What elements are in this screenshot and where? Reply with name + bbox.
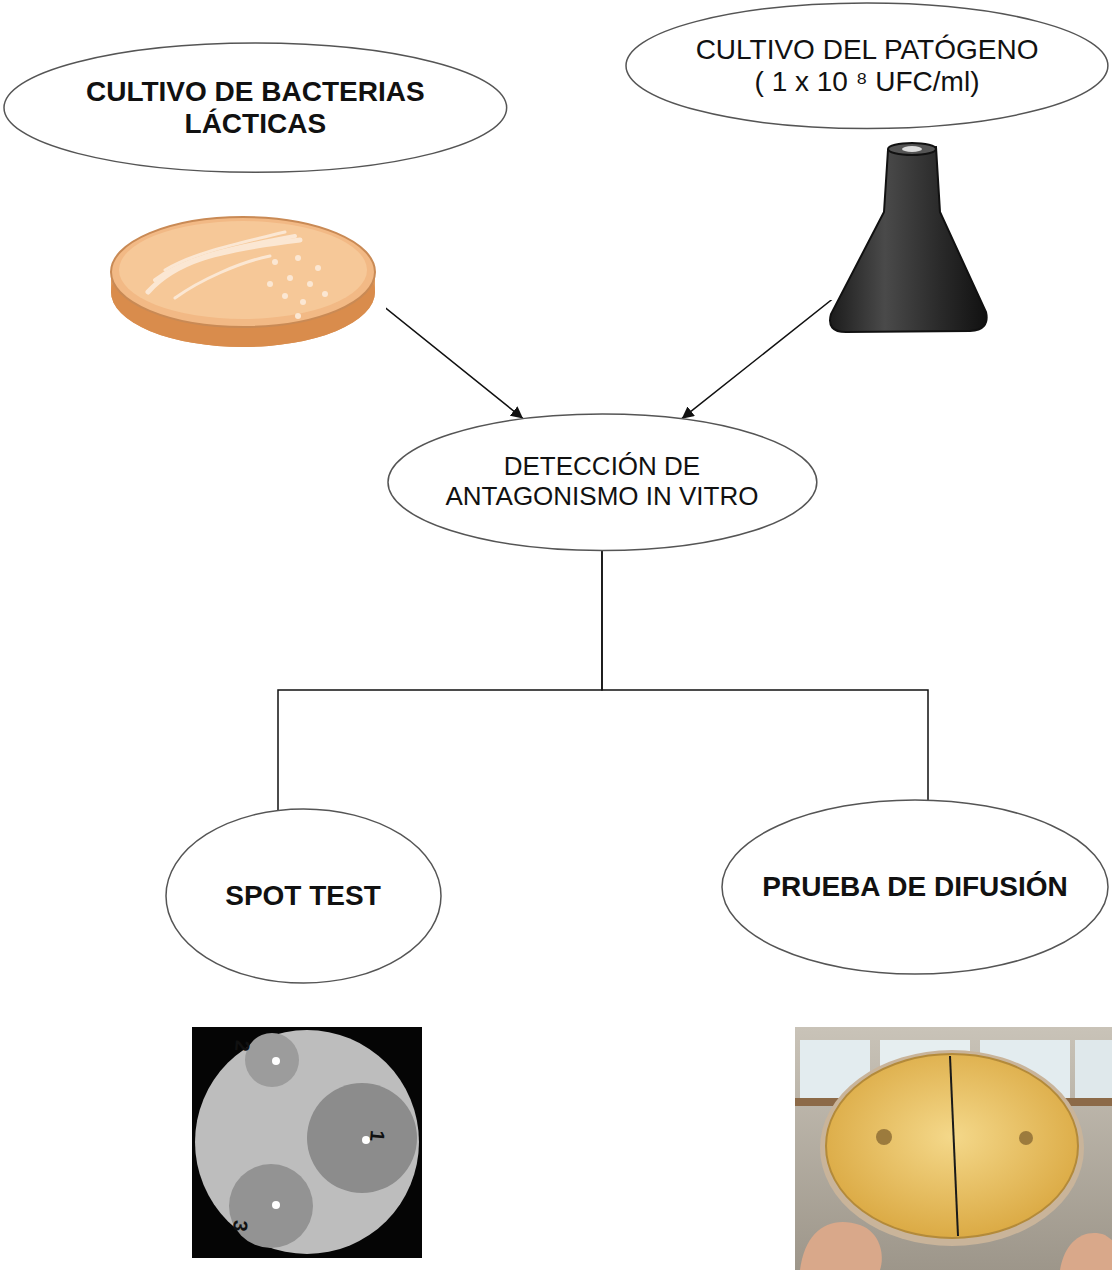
source-ellipse: CULTIVO DE BACTERIAS LÁCTICAS [3, 42, 508, 173]
node-text-group: CULTIVO DE BACTERIAS LÁCTICAS [65, 76, 445, 140]
diffusion-test-photo [795, 1027, 1112, 1270]
source-ellipse: CULTIVO DEL PATÓGENO ( 1 x 10 ⁸ UFC/ml) [625, 2, 1109, 129]
ellipse-shape [4, 43, 507, 172]
node-label: CULTIVO DEL PATÓGENO ( 1 x 10 ⁸ UFC/ml) [688, 34, 1046, 98]
spot-test-photo [192, 1027, 422, 1258]
ellipse-shape [626, 3, 1108, 128]
method-ellipse: PRUEBA DE DIFUSIÓN [721, 799, 1109, 975]
callout-number: 1 [367, 1130, 388, 1143]
node-text-group: CULTIVO DEL PATÓGENO ( 1 x 10 ⁸ UFC/ml) [688, 34, 1046, 98]
method-ellipse: SPOT TEST [165, 808, 442, 984]
node-label: DETECCIÓN DE ANTAGONISMO IN VITRO [432, 452, 772, 512]
callout-number: 3 [230, 1220, 251, 1233]
node-label: CULTIVO DE BACTERIAS LÁCTICAS [65, 76, 445, 140]
node-label: SPOT TEST [225, 880, 381, 912]
node-label: PRUEBA DE DIFUSIÓN [762, 871, 1067, 903]
process-ellipse: DETECCIÓN DE ANTAGONISMO IN VITRO [387, 413, 818, 552]
erlenmeyer-flask [830, 143, 987, 332]
petri-dish [111, 217, 375, 347]
ellipse-shape [166, 809, 441, 983]
connector-line [278, 550, 602, 810]
callout-number: 2 [232, 1040, 253, 1053]
node-text-group: SPOT TEST [225, 880, 381, 912]
ellipse-shape [388, 414, 817, 551]
node-text-group: PRUEBA DE DIFUSIÓN [762, 871, 1067, 903]
ellipse-shape [722, 800, 1108, 974]
node-text-group: DETECCIÓN DE ANTAGONISMO IN VITRO [432, 452, 772, 512]
connector-line [602, 550, 928, 800]
